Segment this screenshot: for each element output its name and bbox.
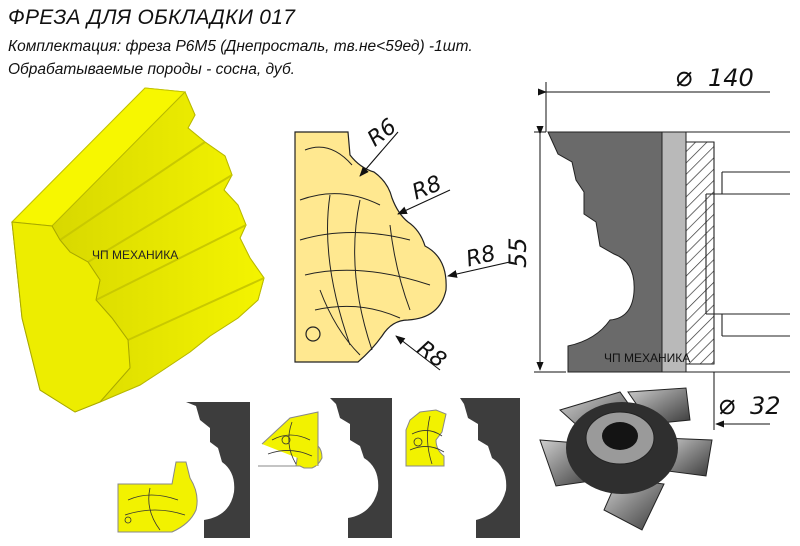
radius-top-label: R6 (363, 114, 401, 152)
variant-3-wood (405, 409, 447, 467)
radius-right-label: R8 (464, 241, 498, 272)
section-watermark: ЧП МЕХАНИКА (604, 351, 690, 365)
page-title: ФРЕЗА ДЛЯ ОБКЛАДКИ 017 (8, 6, 296, 29)
kit-description: Комплектация: фреза Р6М5 (Днепросталь, т… (8, 38, 473, 55)
variant-3-cutter (460, 398, 520, 538)
profile-section: R6 R8 R8 R8 (294, 114, 511, 373)
cutter-bore (705, 131, 790, 373)
cutter-profile-body (547, 131, 663, 373)
profile-variants (117, 398, 520, 538)
cutter-section-drawing: ЧП МЕХАНИКА ⌀ 140 55 ⌀ 32 (504, 60, 790, 430)
molding-3d-view: ЧП МЕХАНИКА (10, 87, 265, 413)
radius-middle-label: R8 (409, 171, 446, 205)
cutter-bore-hole (602, 422, 638, 450)
variant-1-wood (117, 461, 198, 533)
wood-types: Обрабатываемые породы - сосна, дуб. (8, 61, 295, 78)
cutter-hub-hatch (685, 141, 715, 365)
variant-1-cutter (186, 402, 250, 538)
cutter-photo (539, 387, 713, 531)
bore-diameter-symbol: ⌀ (718, 388, 735, 421)
cutter-body-strip (661, 131, 687, 373)
molding-watermark: ЧП МЕХАНИКА (92, 248, 178, 262)
outer-diameter-symbol: ⌀ (675, 60, 692, 93)
profile-shape (294, 131, 447, 363)
variant-2-cutter (330, 398, 392, 538)
outer-diameter-value: 140 (708, 64, 754, 92)
radius-bottom-label: R8 (412, 336, 450, 373)
bore-diameter-value: 32 (750, 392, 781, 420)
profile-hole (305, 326, 321, 342)
height-value: 55 (504, 237, 532, 268)
molding-end-profile (11, 221, 131, 413)
